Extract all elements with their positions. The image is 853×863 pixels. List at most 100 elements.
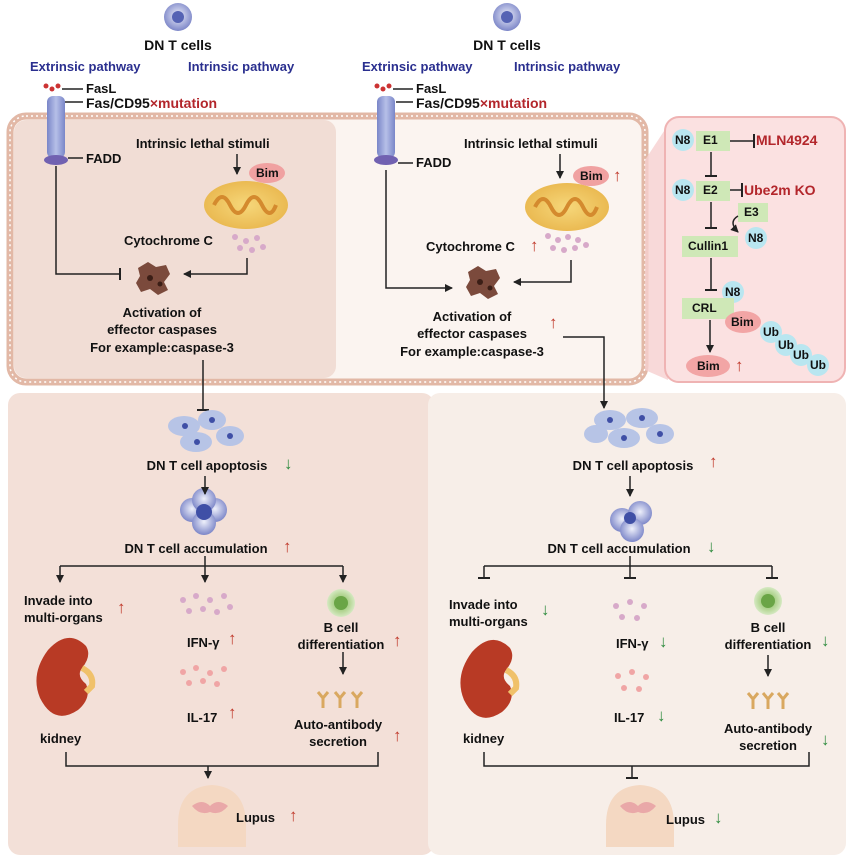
left-lupus-face-icon (178, 785, 246, 847)
left-ifn-label: IFN-γ (187, 635, 220, 650)
nedd-ub-2: Ub (778, 338, 794, 352)
left-fasl-label: FasL (86, 81, 117, 96)
left-invade-up-arrow: ↑ (117, 598, 126, 617)
right-bcell-line2: differentiation (724, 637, 812, 652)
left-activation-line3: For example:caspase-3 (90, 340, 234, 355)
right-fas-label: Fas/CD95×mutation (416, 95, 547, 111)
left-dn-t-cell-icon (164, 3, 192, 31)
right-kidney-icon (460, 639, 520, 718)
neddylation-panel (645, 116, 846, 383)
nedd-ub-3: Ub (793, 348, 809, 362)
left-caspase-icon (136, 262, 170, 295)
right-ifn-dots (613, 599, 647, 621)
right-activation-line2: effector caspases (417, 326, 527, 341)
right-apoptosis-up-arrow: ↑ (709, 452, 718, 471)
nedd-n8-free: N8 (748, 231, 764, 245)
left-b-cell-icon (327, 589, 355, 617)
right-bcell-down-arrow: ↓ (821, 631, 830, 650)
right-apoptotic-cells-icon (584, 408, 674, 448)
right-lupus-face-icon (606, 785, 674, 847)
nedd-n8-e1: N8 (675, 133, 691, 147)
right-invade-down-arrow: ↓ (541, 600, 550, 619)
left-cell-title: DN T cells (144, 37, 212, 53)
left-bcell-line1: B cell (323, 620, 359, 635)
left-activation-line1: Activation of (122, 305, 202, 320)
right-fasl-label: FasL (416, 81, 447, 96)
right-fas-receptor (374, 83, 413, 165)
left-kidney-label: kidney (40, 731, 82, 746)
left-intrinsic-label: Intrinsic pathway (188, 59, 295, 74)
right-bim-up-arrow: ↑ (613, 166, 622, 185)
nedd-crl-label: CRL (692, 301, 717, 315)
right-upper-arrows (385, 154, 608, 409)
right-ifn-down-arrow: ↓ (659, 632, 668, 651)
left-mutation-text: mutation (158, 95, 218, 111)
right-invade-line1: Invade into (449, 597, 518, 612)
right-auto-line1: Auto-antibody (723, 721, 813, 736)
left-extrinsic-label: Extrinsic pathway (30, 59, 141, 74)
left-auto-line1: Auto-antibody (293, 717, 383, 732)
right-lower-panel (428, 393, 846, 855)
right-mitochondrion (525, 166, 609, 231)
nedd-e1-label: E1 (703, 133, 718, 147)
right-activation-line3: For example:caspase-3 (400, 344, 544, 359)
left-bcell-line2: differentiation (297, 637, 385, 652)
right-accumulation-label: DN T cell accumulation (547, 541, 691, 556)
left-bcell-up-arrow: ↑ (393, 631, 402, 650)
right-extrinsic-label: Extrinsic pathway (362, 59, 473, 74)
right-dn-t-cell-icon (493, 3, 521, 31)
nedd-bim-label: Bim (697, 359, 720, 373)
left-activation-line2: effector caspases (107, 322, 217, 337)
right-caspase-up-arrow: ↑ (549, 313, 558, 332)
right-kidney-label: kidney (463, 731, 505, 746)
nedd-n8-crl: N8 (725, 285, 741, 299)
right-ifn-label: IFN-γ (616, 636, 649, 651)
left-invade-line1: Invade into (24, 593, 93, 608)
nedd-n8-e2: N8 (675, 183, 691, 197)
right-accumulation-down-arrow: ↓ (707, 537, 716, 556)
left-fadd-label: FADD (86, 151, 122, 166)
right-caspase-icon (466, 266, 500, 299)
right-cytochrome-label: Cytochrome C (426, 239, 515, 254)
right-lupus-label: Lupus (666, 812, 705, 827)
right-auto-line2: secretion (739, 738, 797, 753)
right-invade-line2: multi-organs (449, 614, 528, 629)
left-il17-dots (180, 665, 227, 687)
right-activation-line1: Activation of (432, 309, 512, 324)
right-antibody-icon (746, 692, 790, 709)
right-intrinsic-label: Intrinsic pathway (514, 59, 621, 74)
left-kidney-icon (36, 637, 96, 716)
nedd-bim-bound: Bim (731, 315, 754, 329)
right-il17-label: IL-17 (614, 710, 645, 725)
left-lower-panel (8, 393, 434, 855)
left-ifn-up-arrow: ↑ (228, 629, 237, 648)
left-cell-cluster-icon (180, 488, 227, 535)
right-cytochrome-up-arrow: ↑ (530, 236, 539, 255)
nedd-e2-label: E2 (703, 183, 718, 197)
left-il17-up-arrow: ↑ (228, 703, 237, 722)
left-cytochrome-dots (232, 234, 266, 253)
right-mutation-text: mutation (488, 95, 548, 111)
left-fas-label: Fas/CD95×mutation (86, 95, 217, 111)
left-cytochrome-label: Cytochrome C (124, 233, 213, 248)
left-fas-text: Fas/CD95 (86, 95, 150, 111)
nedd-ub-1: Ub (763, 325, 779, 339)
right-bcell-line1: B cell (750, 620, 786, 635)
left-upper-arrows (55, 154, 248, 411)
right-cell-title: DN T cells (473, 37, 541, 53)
right-b-cell-icon (754, 587, 782, 615)
right-lower-arrows (478, 476, 810, 779)
neddylation-shapes (672, 129, 829, 377)
left-antibody-icon (316, 691, 364, 708)
left-auto-up-arrow: ↑ (393, 726, 402, 745)
left-stimuli-label: Intrinsic lethal stimuli (136, 136, 270, 151)
nedd-e3-label: E3 (744, 205, 759, 219)
right-cell-cluster-icon (610, 501, 652, 542)
left-lupus-up-arrow: ↑ (289, 806, 298, 825)
nedd-bim-up-arrow: ↑ (735, 356, 744, 375)
right-apoptosis-label: DN T cell apoptosis (572, 458, 694, 473)
right-lupus-down-arrow: ↓ (714, 808, 723, 827)
right-auto-down-arrow: ↓ (821, 730, 830, 749)
nedd-ube2m-label: Ube2m KO (744, 182, 816, 198)
left-accumulation-up-arrow: ↑ (283, 537, 292, 556)
